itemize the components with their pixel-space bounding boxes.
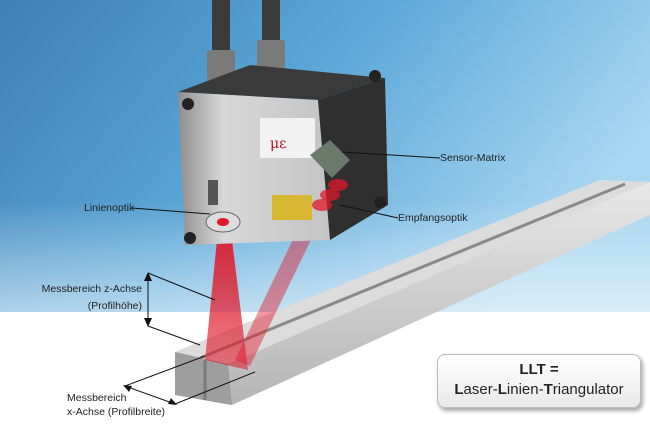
label-x-axis: Messbereich x-Achse (Profilbreite)	[67, 391, 165, 419]
laser-fan	[205, 240, 248, 370]
logo-mark: με	[270, 136, 286, 152]
receiver-optic	[312, 179, 348, 211]
cables	[207, 0, 285, 80]
word-laser: aser-	[463, 381, 498, 398]
word-linien: inien-	[506, 381, 544, 398]
label-z-axis-line1: Messbereich z-Achse	[41, 283, 142, 295]
sensor-matrix-chip	[310, 140, 350, 178]
llt-expansion: Laser-Linien-Triangulator	[438, 381, 640, 398]
llt-info-box: LLT = Laser-Linien-Triangulator	[437, 354, 641, 408]
label-z-axis-line2: (Profilhöhe)	[87, 300, 142, 312]
llt-title: LLT =	[519, 361, 559, 378]
label-empfangsoptik: Empfangsoptik	[398, 212, 468, 224]
measurement-rail	[175, 180, 650, 405]
reflected-beam	[235, 225, 318, 366]
initial-l2: L	[497, 381, 507, 398]
label-x-axis-line2: x-Achse (Profilbreite)	[67, 406, 166, 418]
leader-lines	[124, 151, 441, 405]
label-linienoptik: Linienoptik	[84, 202, 135, 214]
label-sensor-matrix: Sensor-Matrix	[440, 152, 506, 164]
initial-t: T	[543, 381, 553, 398]
sensor-housing: με	[178, 65, 388, 245]
initial-l: L	[454, 381, 464, 398]
label-x-axis-line1: Messbereich	[67, 392, 127, 404]
word-triangulator: riangulator	[552, 381, 624, 398]
label-z-axis: Messbereich z-Achse (Profilhöhe)	[40, 282, 142, 313]
